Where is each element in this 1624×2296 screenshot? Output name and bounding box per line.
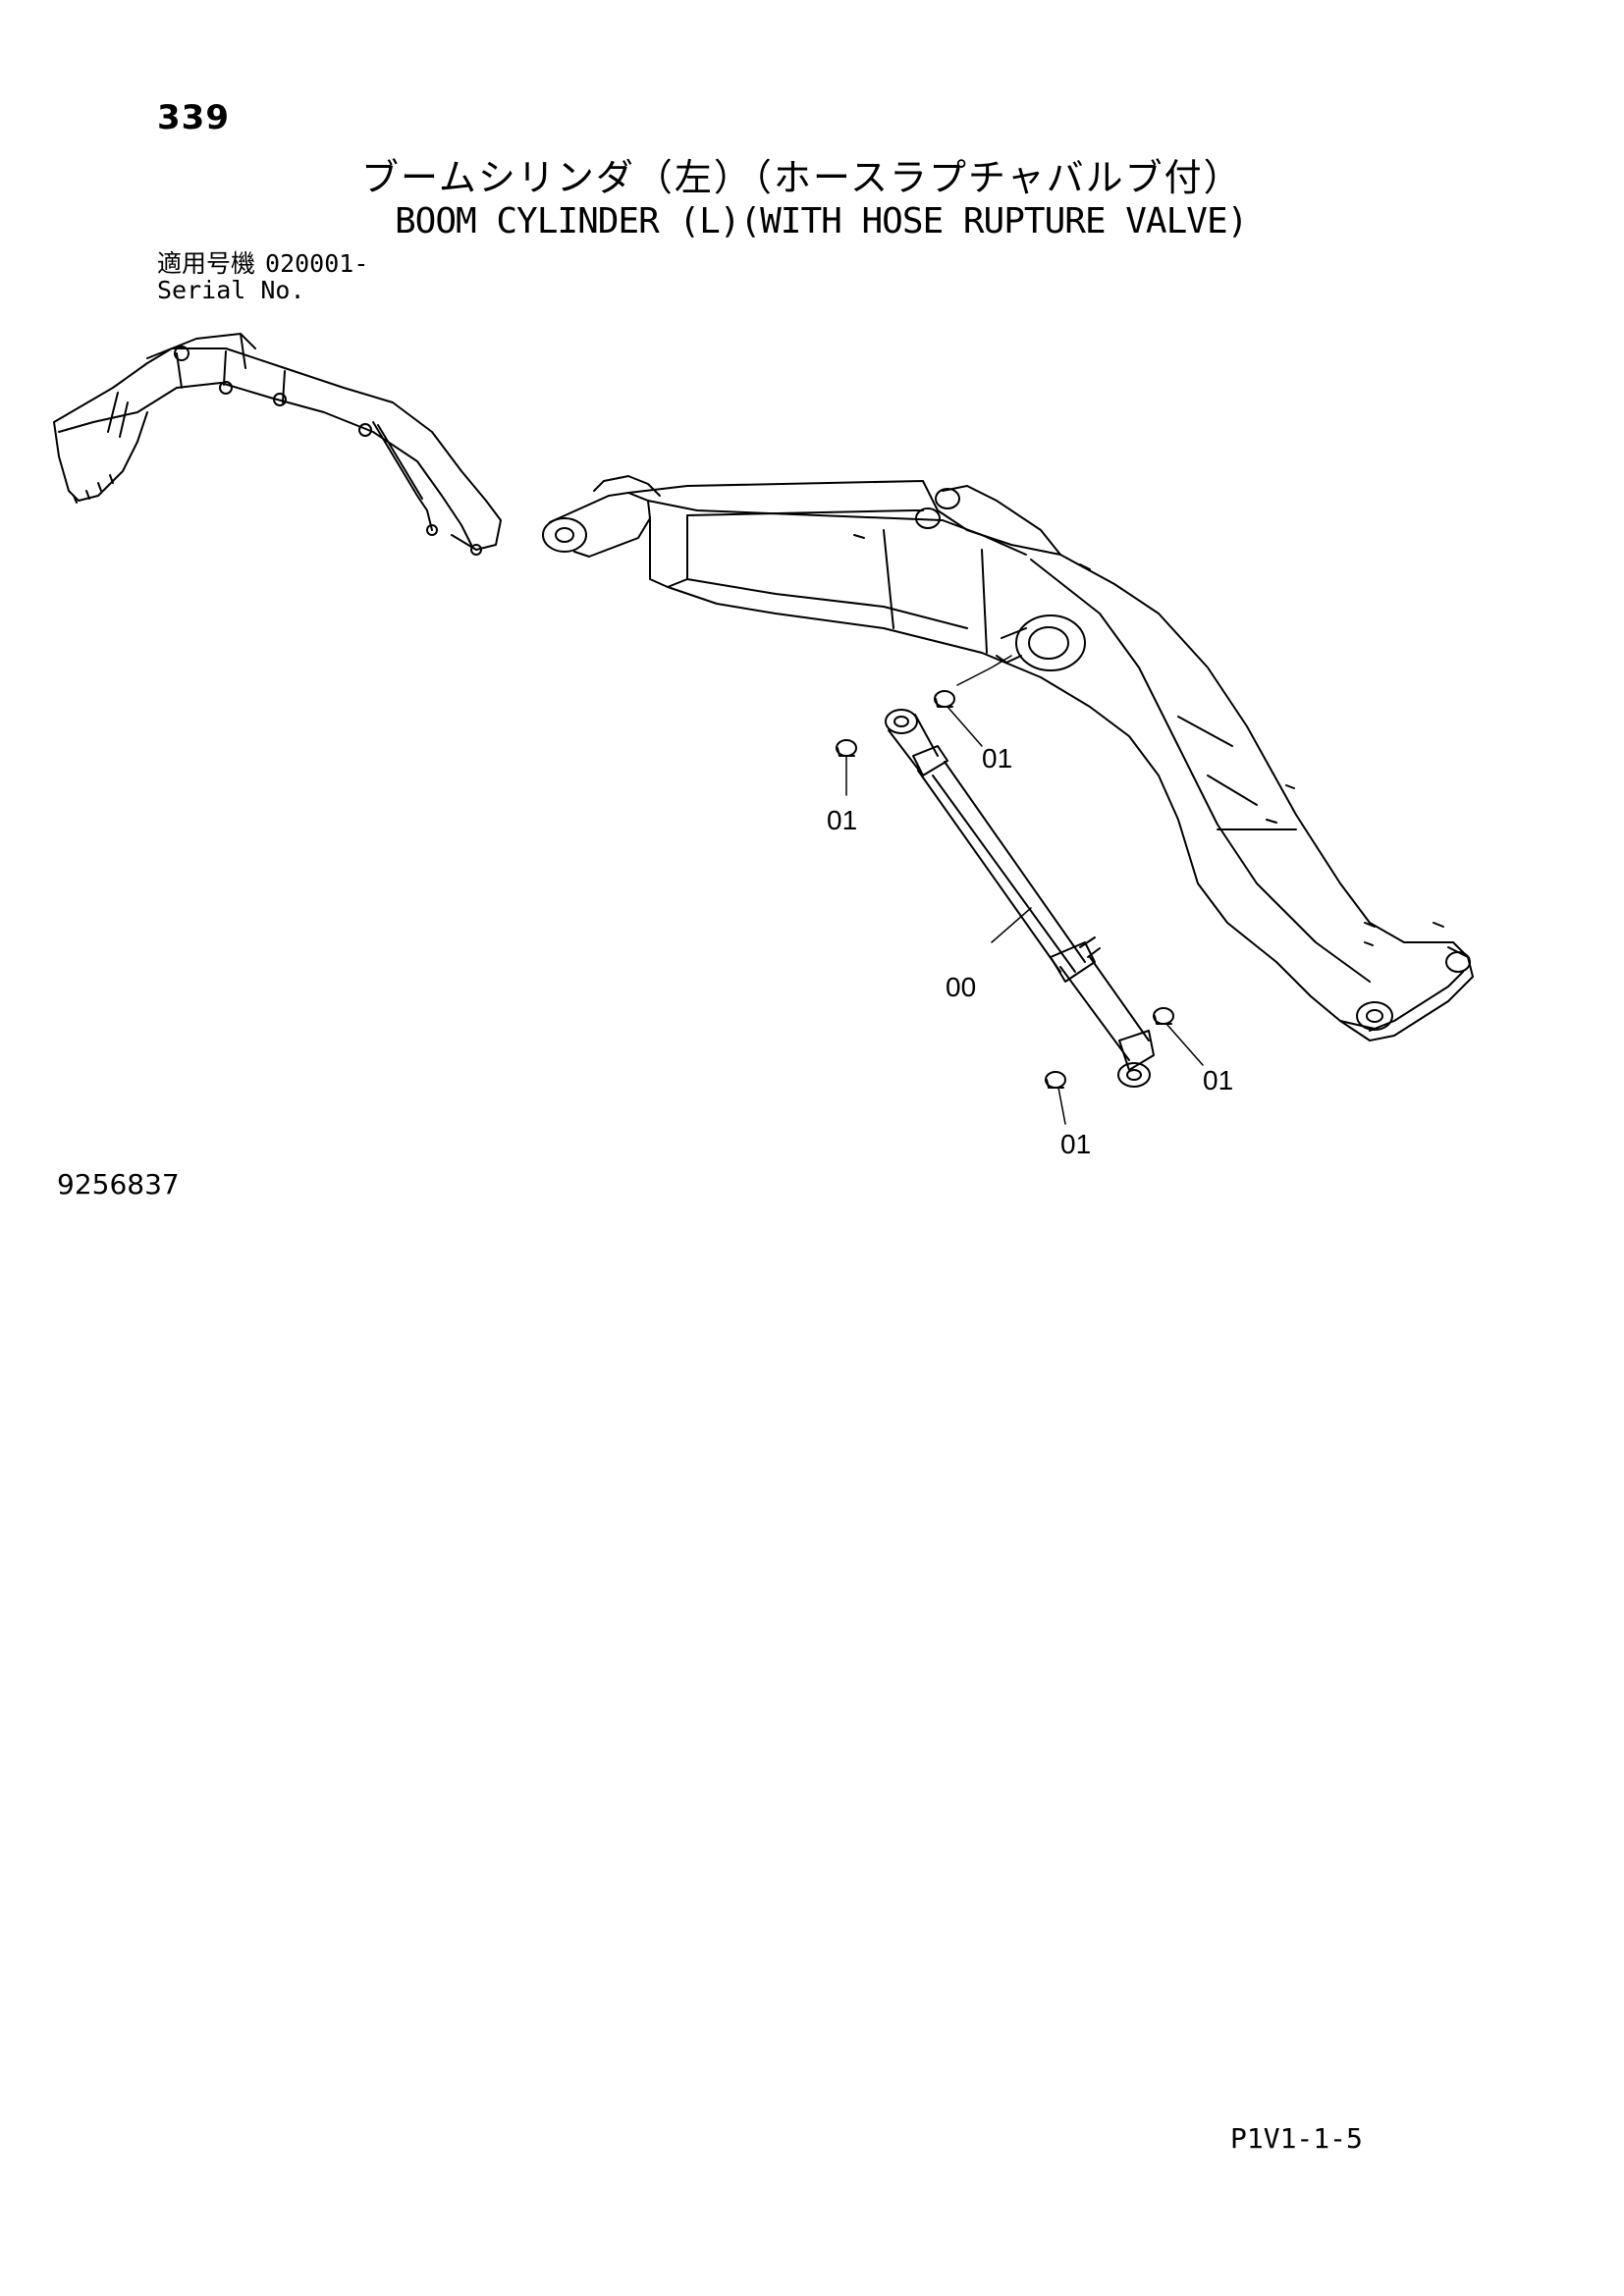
inset-front-attachment (53, 333, 502, 556)
callout-label: 01 (1203, 1065, 1233, 1095)
boom-drawing (542, 475, 1474, 1041)
title-english: BOOM CYLINDER (L)(WITH HOSE RUPTURE VALV… (395, 201, 1248, 241)
serial-row: 適用号機 020001- (157, 250, 378, 277)
leader-lines (845, 655, 1204, 1125)
serial-value: 020001- (265, 249, 369, 278)
page-code: P1V1-1-5 (1230, 2122, 1363, 2155)
serial-info: 適用号機 020001- Serial No. (157, 250, 378, 303)
serial-label-en: Serial No. (157, 276, 305, 304)
drawing-number: 9256837 (57, 1168, 180, 1201)
title-japanese: ブームシリンダ（左）（ホースラプチャバルブ付） (361, 156, 1243, 199)
boom-cylinder (885, 709, 1155, 1088)
callout-label: 01 (982, 743, 1012, 774)
serial-label-jp: 適用号機 (157, 249, 256, 278)
callout-label: 01 (1060, 1129, 1091, 1159)
callout-label: 01 (827, 805, 857, 835)
page-number: 339 (157, 98, 230, 137)
callout-label: 00 (946, 972, 976, 1002)
